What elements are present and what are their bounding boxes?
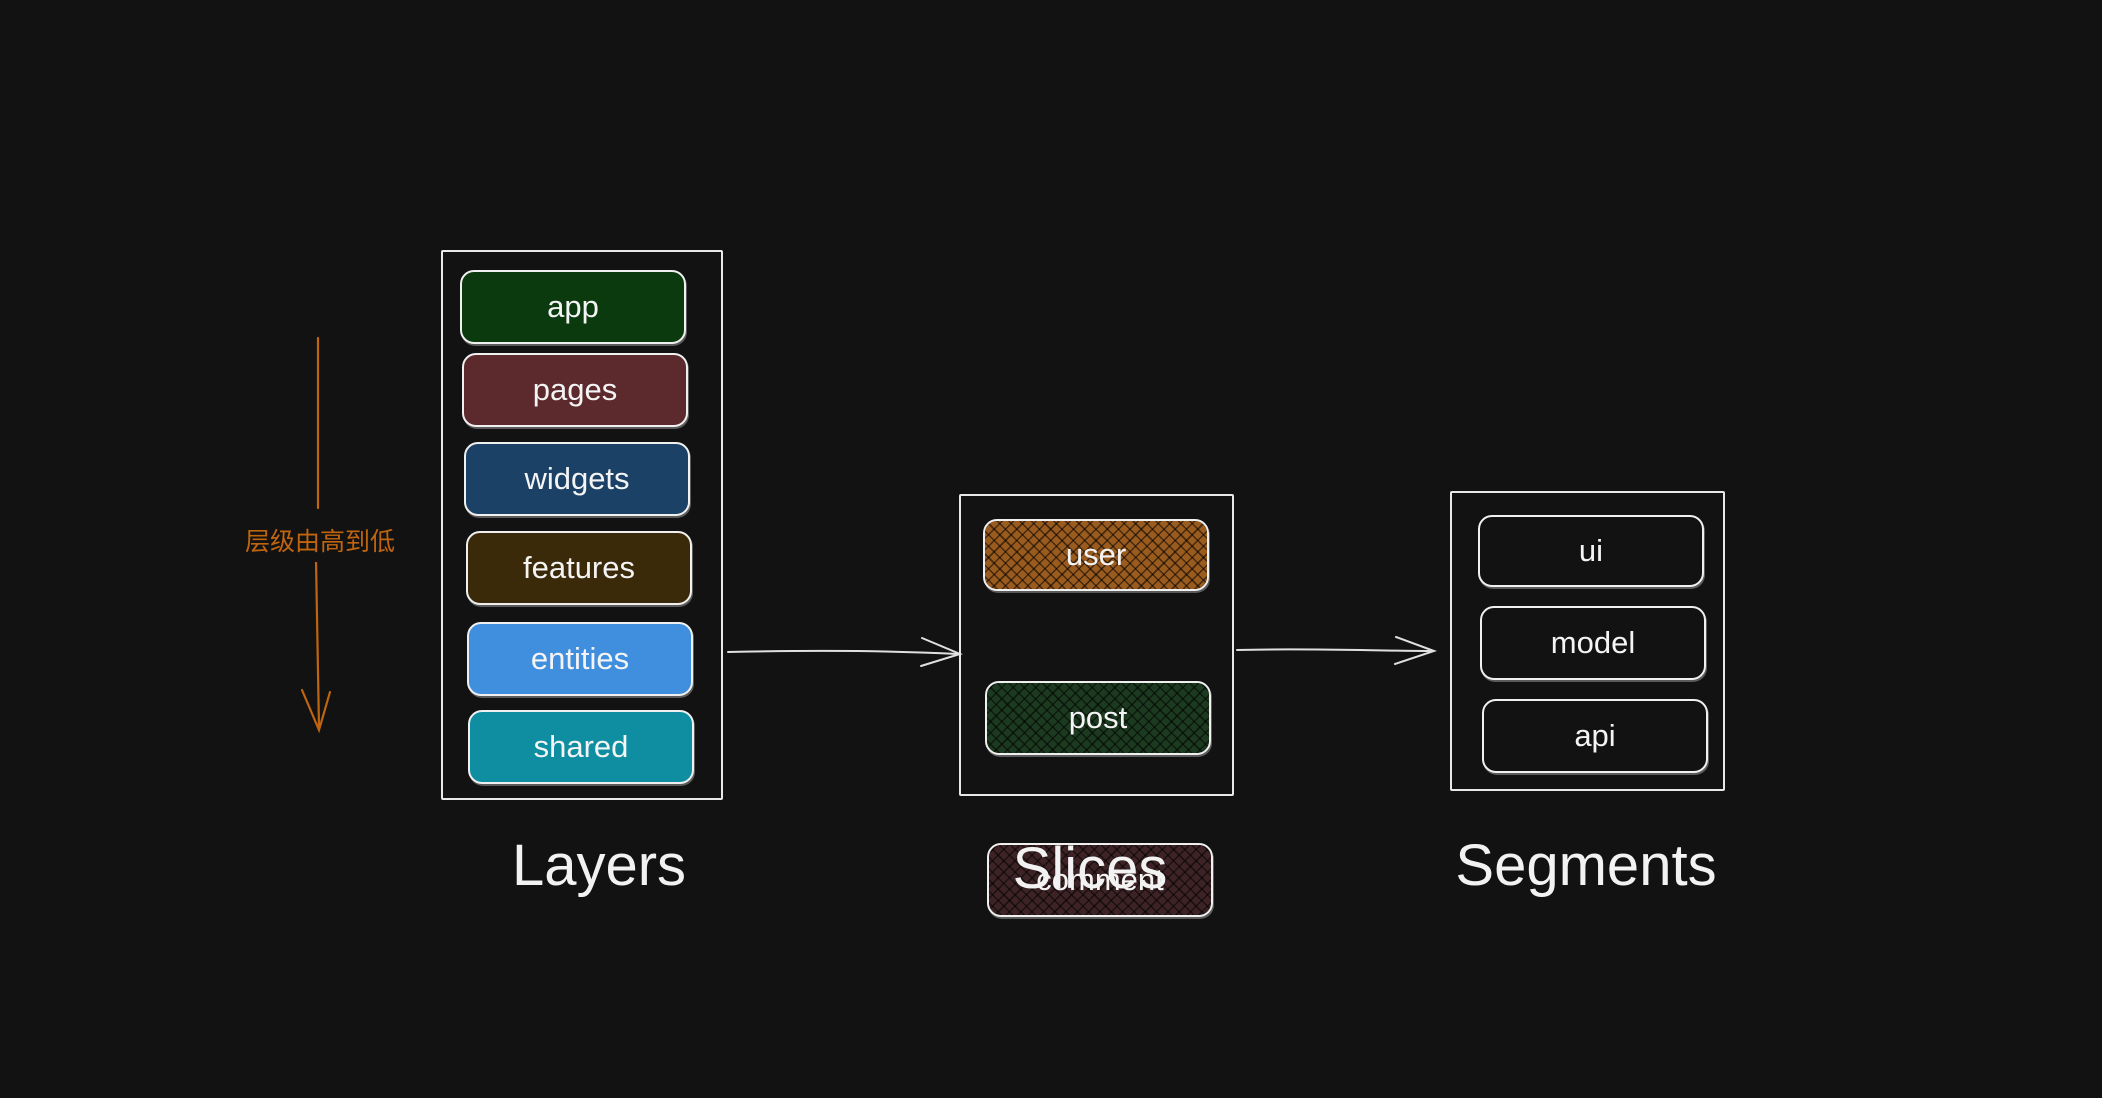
layer-label: shared xyxy=(533,729,629,764)
slice-hatch-fill xyxy=(989,845,1211,915)
layer-shared: shared xyxy=(468,710,694,784)
slices-frame xyxy=(959,494,1234,796)
slices-caption: Slices xyxy=(1012,836,1168,901)
layer-widgets: widgets xyxy=(464,442,690,516)
layer-entities: entities xyxy=(467,622,693,696)
layers-frame xyxy=(441,250,723,800)
layer-label: features xyxy=(522,550,635,585)
segments-caption: Segments xyxy=(1455,833,1717,898)
order-arrow xyxy=(300,336,332,734)
segment-api: api xyxy=(1482,699,1708,773)
segment-ui: ui xyxy=(1478,515,1704,587)
layer-label: widgets xyxy=(524,461,630,496)
layer-label: entities xyxy=(530,641,630,676)
slice-label: comment xyxy=(1036,862,1164,897)
slice-post: post xyxy=(985,681,1211,755)
layer-app: app xyxy=(460,270,686,344)
arrow-slices-to-segments xyxy=(1236,636,1438,665)
layer-label: app xyxy=(547,289,599,324)
layer-features: features xyxy=(466,531,692,605)
layer-pages: pages xyxy=(462,353,688,427)
slice-comment: comment xyxy=(987,843,1213,917)
arrow-layers-to-slices xyxy=(727,637,963,667)
segment-label: model xyxy=(1550,625,1636,660)
slice-label: user xyxy=(1065,537,1127,572)
segment-model: model xyxy=(1480,606,1706,680)
order-label: 层级由高到低 xyxy=(240,518,400,562)
slice-user: user xyxy=(983,519,1209,591)
segment-label: api xyxy=(1574,718,1616,753)
slice-hatch-fill xyxy=(987,683,1209,753)
segment-label: ui xyxy=(1578,533,1604,568)
slice-hatch-fill xyxy=(985,521,1207,589)
layer-label: pages xyxy=(532,372,618,407)
slice-label: post xyxy=(1068,700,1128,735)
layers-caption: Layers xyxy=(511,833,687,898)
segments-frame xyxy=(1450,491,1725,791)
